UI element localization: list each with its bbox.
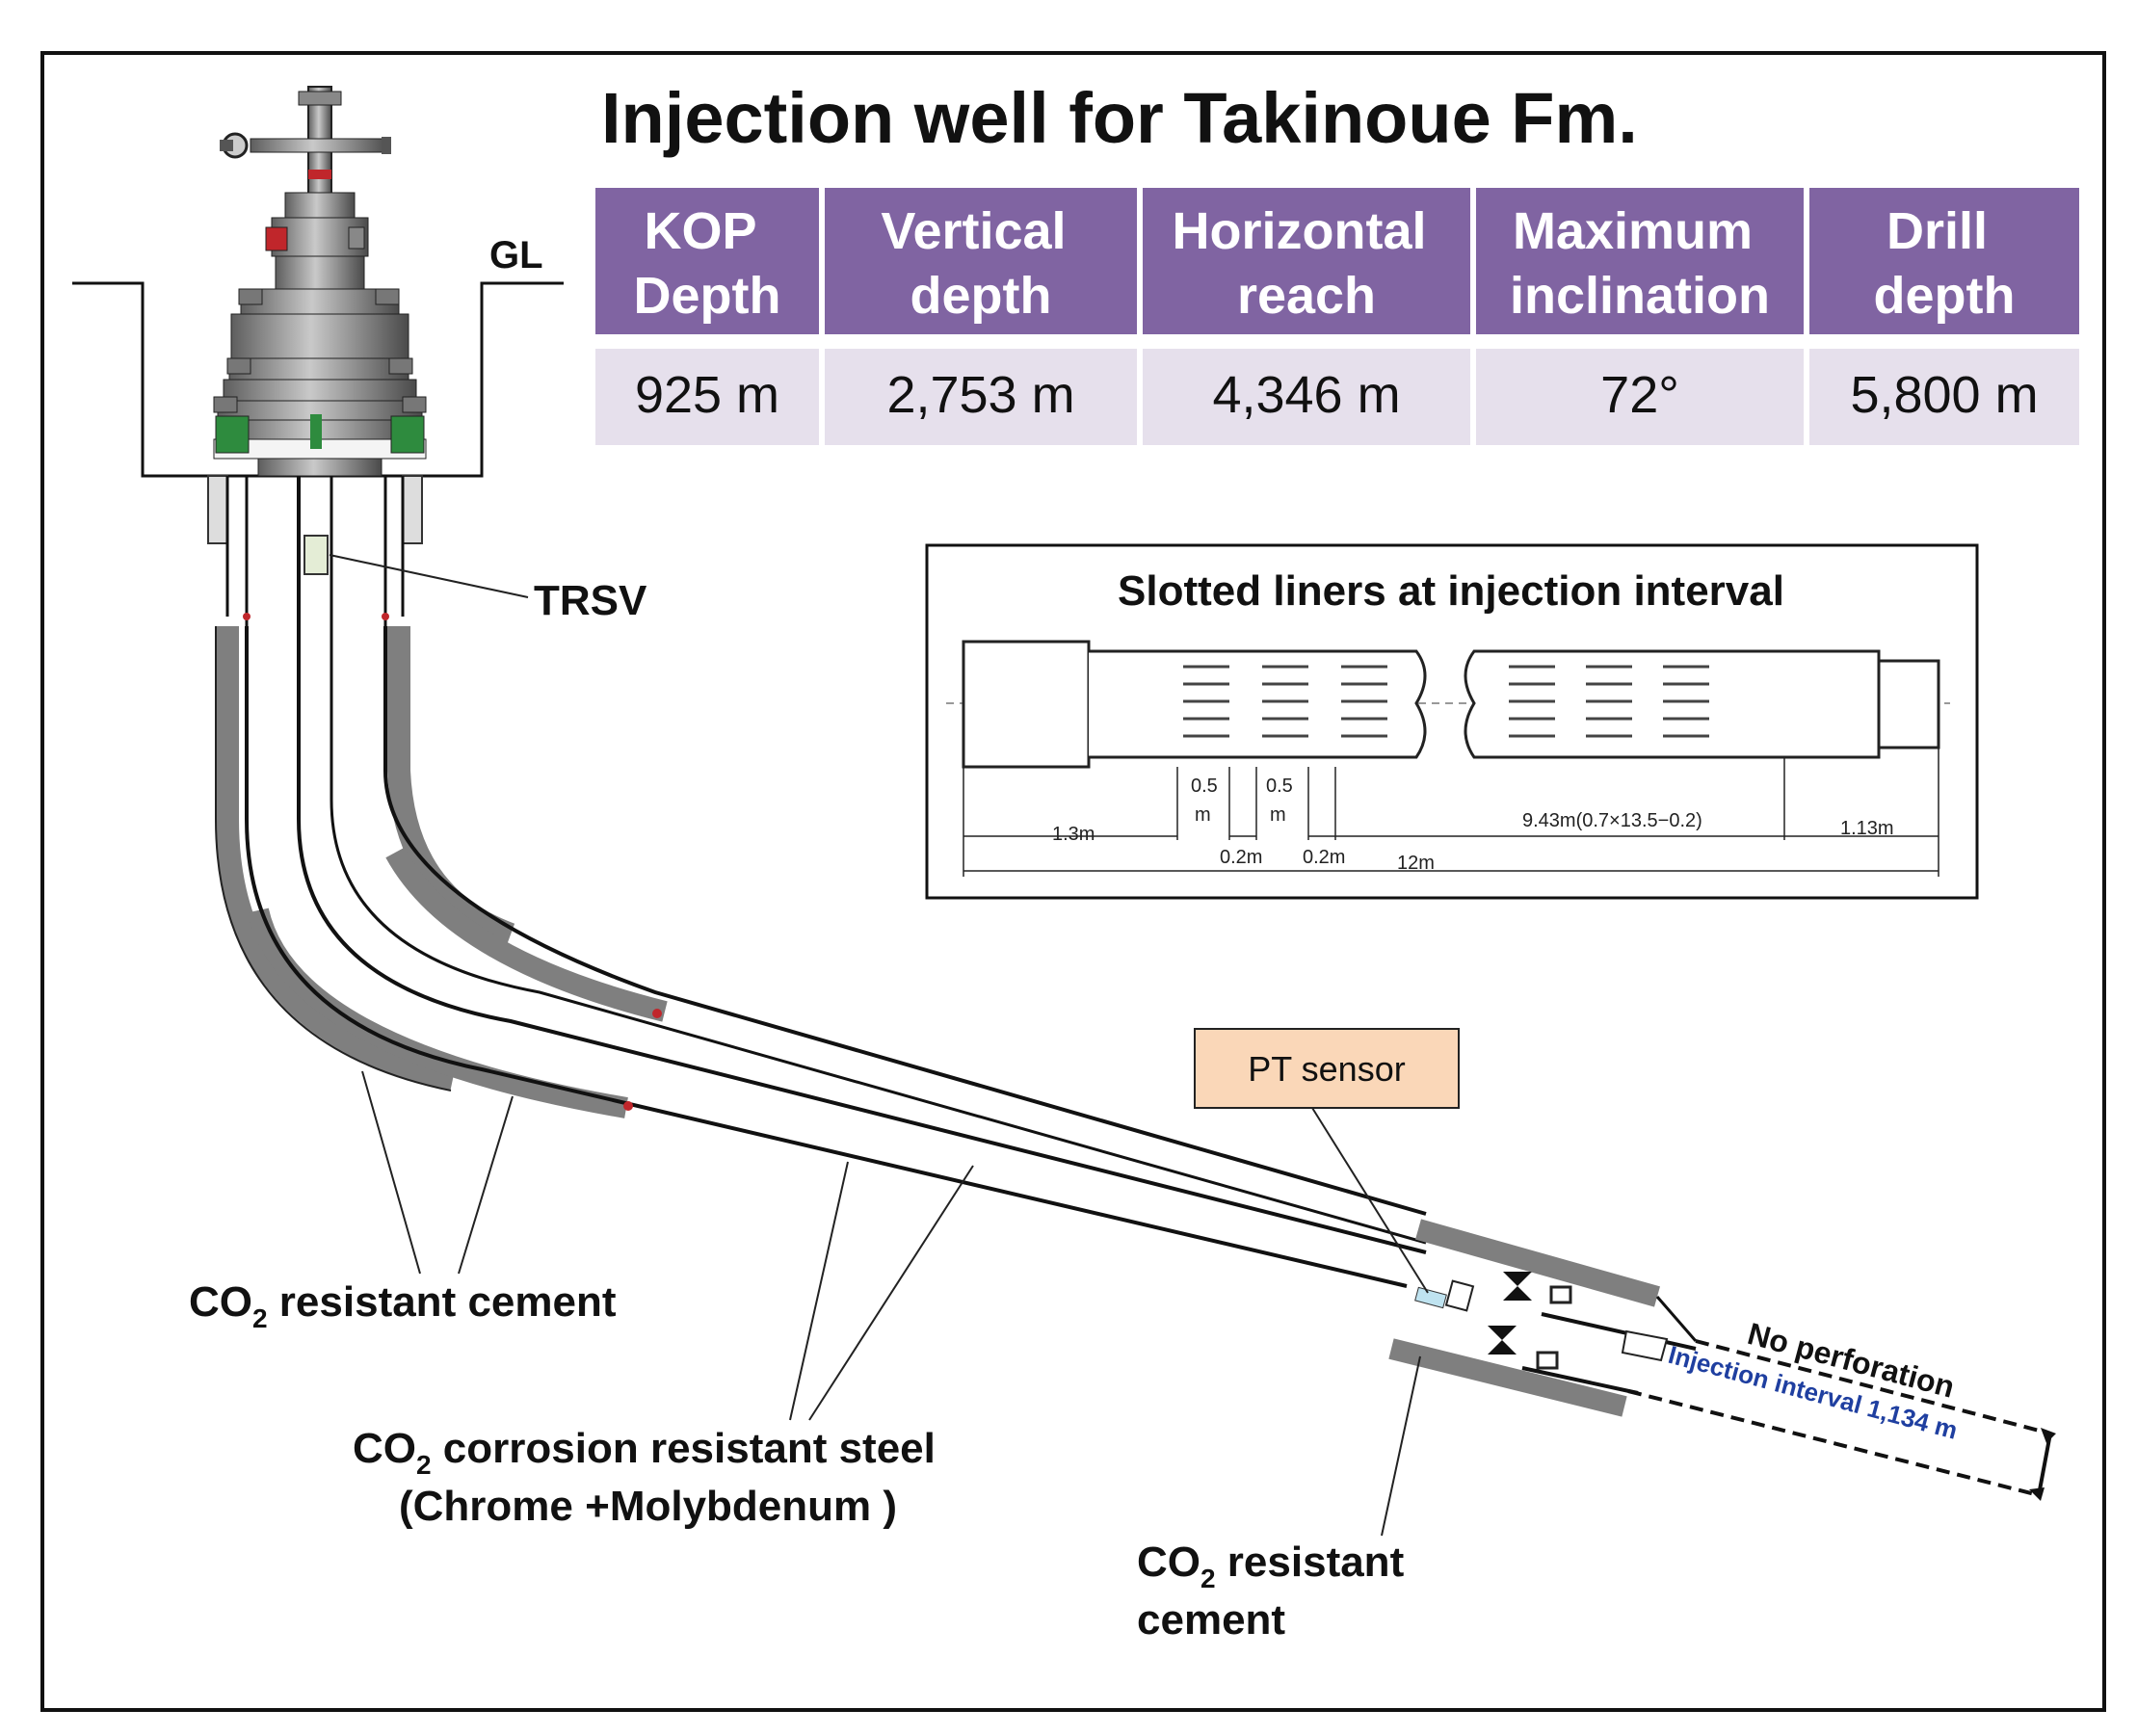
conductor-casing	[207, 475, 423, 636]
casing-outer-high	[383, 626, 1427, 1216]
table-header-cell	[595, 188, 819, 334]
liner-end-cap	[2037, 1433, 2052, 1496]
cement-outer-left	[216, 626, 456, 1091]
svg-text:CO2 resistant: CO2 resistant	[1137, 1539, 1405, 1593]
table-header-cell	[1809, 188, 2079, 334]
dim-5: 0.2m	[1303, 847, 1345, 868]
cement-right-label: CO2 resistant cement	[1137, 1539, 1405, 1644]
table-header-cell	[825, 188, 1137, 334]
value-vertical-depth: 2,753 m	[886, 366, 1074, 424]
packer	[1488, 1272, 1572, 1370]
liner-slots	[1183, 665, 1709, 738]
table-header-cell	[1476, 188, 1804, 334]
well-bore	[243, 476, 1427, 1288]
value-maximum-inclination: 72°	[1600, 366, 1679, 424]
trsv-label: TRSV	[534, 577, 647, 624]
cement-outer-left-edge	[215, 626, 452, 1092]
tubing-high	[330, 476, 1427, 1245]
wellhead	[213, 86, 427, 477]
dim-4: 0.2m	[1220, 847, 1262, 868]
dim-3a: 0.5	[1266, 776, 1293, 797]
svg-text:CO2 corrosion resistant steel: CO2 corrosion resistant steel	[353, 1425, 936, 1480]
table-value-cell	[595, 349, 819, 445]
svg-text:cement: cement	[1137, 1596, 1285, 1644]
value-kop-depth: 925 m	[635, 366, 779, 424]
table-value-cell	[1476, 349, 1804, 445]
table-value-cell	[1143, 349, 1470, 445]
slide-title: Injection well for Takinoue Fm.	[601, 78, 1638, 158]
dim-7: 1.13m	[1840, 818, 1894, 839]
dim-2b: m	[1195, 804, 1211, 826]
table-value-cell	[825, 349, 1137, 445]
cement-inner-right-2	[385, 847, 668, 1022]
cement-left-leader-2	[458, 1095, 514, 1275]
steel-leader-1	[789, 1161, 849, 1421]
liner-dashed-upper	[1695, 1339, 2051, 1435]
steel-leader-2	[808, 1165, 974, 1421]
header-vertical-depth: Vertical depth	[881, 202, 1080, 325]
dim-8: 12m	[1397, 853, 1435, 874]
pt-sensor-box	[1194, 1028, 1460, 1109]
cement-left-leader-1	[361, 1070, 421, 1275]
table-value-cell	[1809, 349, 2079, 445]
steel-label: CO2 corrosion resistant steel (Chrome +M…	[353, 1425, 936, 1530]
value-horizontal-reach: 4,346 m	[1212, 366, 1400, 424]
trsv-leader	[329, 554, 529, 598]
trsv-valve	[303, 535, 329, 575]
svg-text:CO2 resistant cement: CO2 resistant cement	[189, 1278, 617, 1333]
liner-dashed-lower	[1627, 1389, 2040, 1497]
casing-outer-low	[245, 626, 1408, 1288]
cement-right-leader	[1381, 1355, 1421, 1537]
cement-left-label: CO2 resistant cement	[189, 1278, 617, 1333]
pt-sensor-gauge	[1414, 1286, 1447, 1309]
svg-text:(Chrome +Molybdenum ): (Chrome +Molybdenum )	[399, 1483, 897, 1530]
inset-title: Slotted liners at injection interval	[1118, 567, 1784, 615]
tubing-low	[297, 476, 1427, 1254]
header-maximum-inclination: Maximum inclination	[1510, 202, 1770, 325]
dim-3b: m	[1270, 804, 1286, 826]
pt-sensor-leader	[1311, 1107, 1429, 1294]
pt-sensor-label: PT sensor	[1248, 1049, 1405, 1089]
dim-2a: 0.5	[1191, 776, 1218, 797]
slotted-liner-inset: Slotted liners at injection interval	[925, 543, 1979, 900]
table-header-cell	[1143, 188, 1470, 334]
header-kop-depth: KOP Depth	[634, 202, 781, 325]
gl-label: GL	[489, 234, 543, 276]
cement-inner-right	[387, 626, 515, 946]
dim-1: 1.3m	[1052, 824, 1095, 845]
well-parameters-table: KOP Depth Vertical depth Horizontal reac…	[590, 183, 2083, 453]
value-drill-depth: 5,800 m	[1850, 366, 2038, 424]
header-horizontal-reach: Horizontal reach	[1172, 202, 1440, 325]
dim-6: 9.43m(0.7×13.5−0.2)	[1522, 810, 1702, 831]
header-drill-depth: Drill depth	[1874, 202, 2016, 325]
